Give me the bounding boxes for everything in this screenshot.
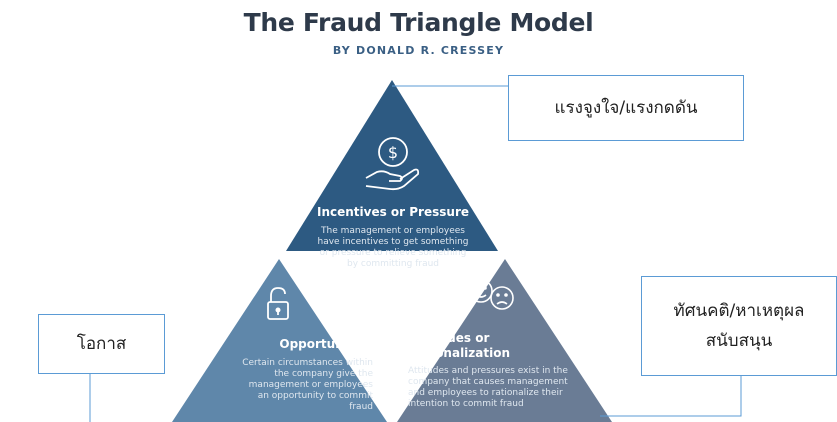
opportunities-text-block: Opportunities Certain circumstances with… <box>236 337 373 413</box>
attitudes-heading: Attitudes or Rationalization <box>408 331 511 360</box>
incentives-text-block: Incentives or Pressure The management or… <box>314 205 472 270</box>
opportunities-body: Certain circumstances within the company… <box>242 358 373 412</box>
diagram-subtitle: BY DONALD R. CRESSEY <box>332 44 505 57</box>
triangle-attitudes-rationalization <box>397 259 612 422</box>
faces-icon <box>448 279 514 310</box>
connector-rationalization <box>600 376 742 417</box>
attitudes-text-block: Attitudes or Rationalization Attitudes a… <box>408 331 568 410</box>
callout-rationalization: ทัศนคติ/หาเหตุผลสนับสนุน <box>641 276 837 376</box>
triangle-opportunities <box>172 259 387 422</box>
callout-pressure: แรงจูงใจ/แรงกดดัน <box>508 75 744 141</box>
money-hand-icon: $ <box>365 137 420 191</box>
incentives-heading: Incentives or Pressure <box>316 205 469 219</box>
attitudes-body: Attitudes and pressures exist in the com… <box>408 366 568 409</box>
opportunities-heading: Opportunities <box>279 337 373 351</box>
svg-text:$: $ <box>388 143 398 162</box>
callout-opportunity: โอกาส <box>38 314 165 374</box>
unlocked-padlock-icon <box>267 287 289 320</box>
incentives-body: The management or employees have incenti… <box>317 226 469 269</box>
diagram-title: The Fraud Triangle Model <box>243 8 594 37</box>
